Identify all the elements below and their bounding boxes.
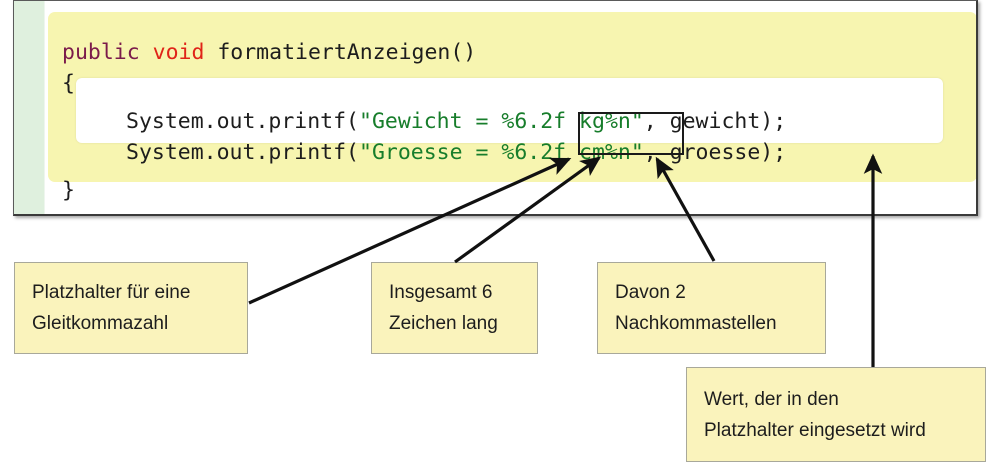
code-token-plain: , groesse); xyxy=(643,139,787,165)
code-line-printf-groesse[interactable]: System.out.printf("Groesse = %6.2f cm%n"… xyxy=(126,137,786,168)
code-token-plain: formatiertAnzeigen() xyxy=(204,39,477,65)
code-token-kw-modifier: public xyxy=(62,39,140,65)
code-token-plain: , gewicht); xyxy=(643,108,787,134)
code-token-plain: System.out.printf( xyxy=(126,139,359,165)
code-token-plain: } xyxy=(62,177,75,203)
code-token-kw-type: void xyxy=(152,39,205,65)
callout-placeholder-line1: Platzhalter für eine xyxy=(32,282,191,303)
code-token-string: "Groesse = %6.2f cm%n" xyxy=(359,139,644,165)
callout-placeholder: Platzhalter für eine Gleitkommazahl xyxy=(14,262,248,354)
code-line-open-brace[interactable]: { xyxy=(62,68,75,99)
editor-gutter xyxy=(14,1,45,214)
code-token-string: "Gewicht = %6.2f kg%n" xyxy=(359,108,644,134)
code-line-close-brace[interactable]: } xyxy=(62,175,75,206)
callout-width-line1: Insgesamt 6 xyxy=(389,282,493,303)
code-token-plain xyxy=(140,40,153,65)
callout-value-line2: Platzhalter eingesetzt wird xyxy=(704,419,926,441)
callout-value-line1: Wert, der in den xyxy=(704,388,839,410)
code-token-plain: { xyxy=(62,70,75,96)
code-line-method-signature[interactable]: public void formatiertAnzeigen() xyxy=(62,37,476,68)
code-editor-window[interactable]: public void formatiertAnzeigen() { Syste… xyxy=(13,0,978,216)
code-line-printf-gewicht[interactable]: System.out.printf("Gewicht = %6.2f kg%n"… xyxy=(126,106,786,137)
code-token-plain: System.out.printf( xyxy=(126,108,359,134)
callout-width: Insgesamt 6 Zeichen lang xyxy=(371,262,538,354)
code-selection-block xyxy=(76,78,943,143)
callout-placeholder-line2: Gleitkommazahl xyxy=(32,313,169,334)
callout-precision-line2: Nachkommastellen xyxy=(615,313,777,334)
callout-precision-line1: Davon 2 xyxy=(615,282,686,303)
callout-precision: Davon 2 Nachkommastellen xyxy=(597,262,826,354)
callout-width-line2: Zeichen lang xyxy=(389,313,498,334)
callout-value: Wert, der in den Platzhalter eingesetzt … xyxy=(686,367,986,462)
